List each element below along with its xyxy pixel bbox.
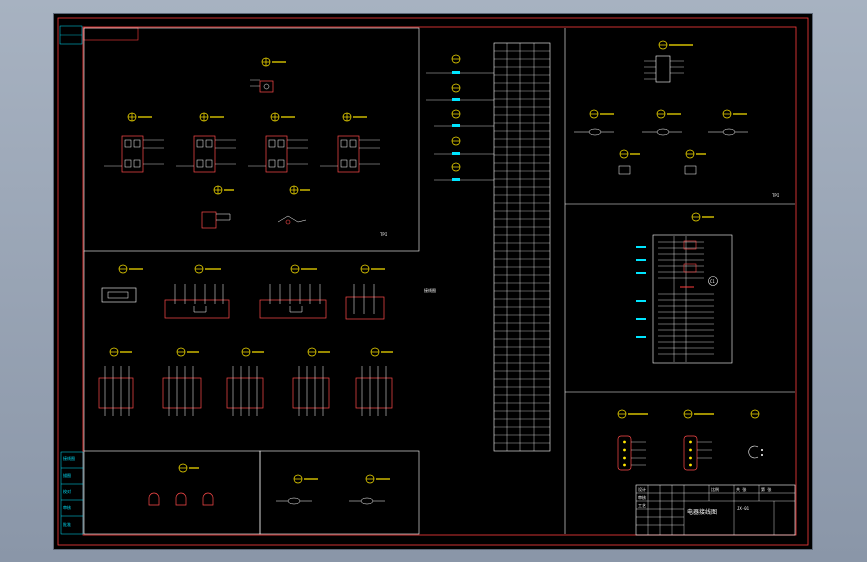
module-circle bbox=[708, 276, 718, 286]
module-id: C1 bbox=[710, 279, 715, 284]
note-top-left: TPI bbox=[380, 232, 388, 237]
controller-panel: C1 bbox=[636, 212, 733, 364]
tb-r1-2: 比例 bbox=[711, 486, 719, 492]
tb-r1-5: 第 张 bbox=[761, 486, 771, 492]
sheet-outer-frame bbox=[57, 17, 809, 546]
connector-panel bbox=[617, 409, 763, 471]
sensor-panel: TPI bbox=[574, 40, 780, 198]
tb-r1-0: 设计 bbox=[638, 486, 646, 492]
tb-code: JX-01 bbox=[737, 506, 750, 511]
tb-r1-4: 共 张 bbox=[736, 486, 746, 492]
panel-borders bbox=[83, 27, 795, 535]
bottom-panels bbox=[148, 463, 390, 506]
switch-panel: 接线图 bbox=[98, 264, 436, 416]
revision-box bbox=[83, 27, 139, 41]
tb-main: 电器接线图 bbox=[687, 508, 717, 516]
terminal-block bbox=[426, 42, 551, 452]
relay-panel: TPI bbox=[104, 57, 388, 237]
tb-r2-0: 审核 bbox=[638, 494, 646, 500]
side-label-2: 校对 bbox=[63, 488, 71, 494]
side-strips bbox=[60, 451, 84, 535]
note-center: 接线图 bbox=[424, 287, 436, 293]
side-label-0: 接线图 bbox=[63, 455, 75, 461]
side-label-4: 批准 bbox=[63, 521, 71, 527]
title-block: 设计 比例 共 张 第 张 审核 工艺 电器接线图 JX-01 bbox=[635, 484, 796, 536]
side-label-3: 审核 bbox=[63, 504, 71, 510]
wiring-drawing: 接线图 描图 校对 审核 批准 bbox=[57, 17, 809, 546]
sheet-inner-frame bbox=[82, 26, 797, 536]
note-top-right: TPI bbox=[772, 193, 780, 198]
cad-viewport[interactable]: 接线图 描图 校对 审核 批准 bbox=[54, 14, 812, 549]
tb-r3-0: 工艺 bbox=[638, 503, 646, 508]
side-label-1: 描图 bbox=[63, 472, 71, 478]
